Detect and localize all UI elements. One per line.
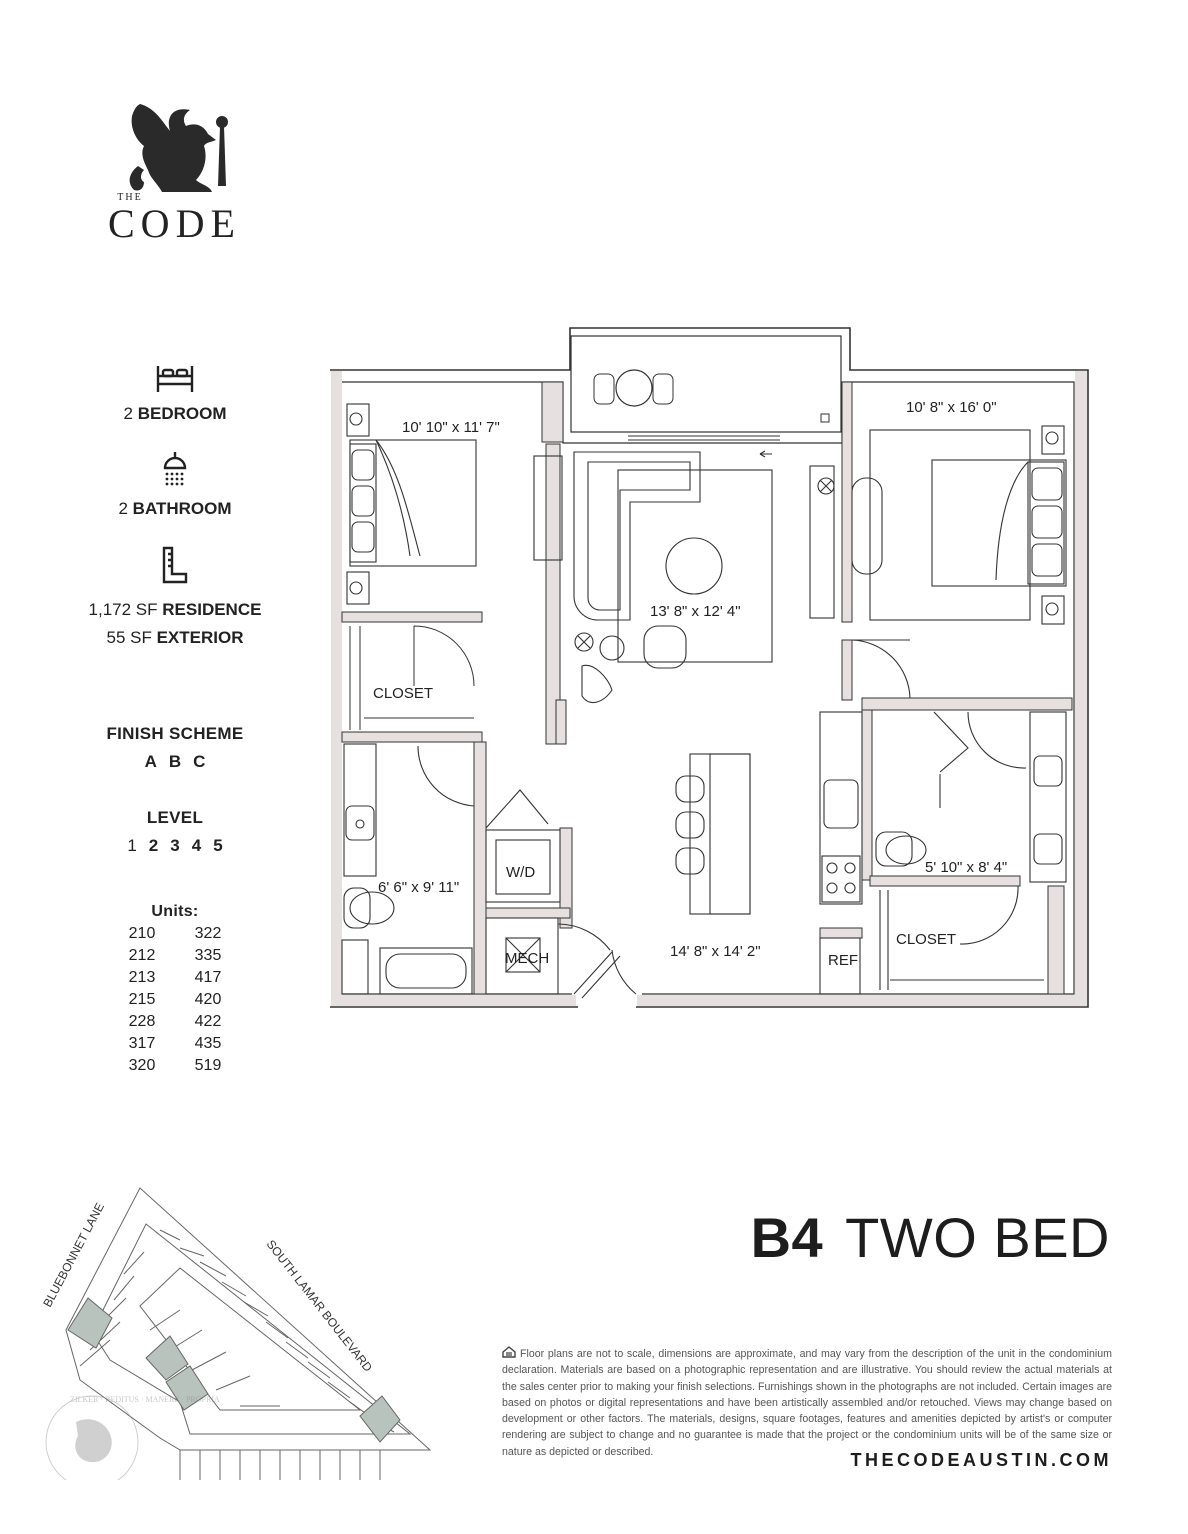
seal-text: ZILKER · REDITUS · MANERE · PROPRIA — [70, 1395, 220, 1404]
logo-the: THE — [117, 192, 143, 203]
bath-1-fixtures — [341, 743, 475, 995]
bathroom-label: BATHROOM — [132, 499, 232, 518]
living-dimension: 13' 8" x 12' 4" — [650, 603, 741, 620]
bed-icon — [156, 366, 194, 392]
unit-number: 228 — [128, 1013, 156, 1030]
highlighted-units — [67, 1297, 401, 1443]
unit-number: 435 — [194, 1035, 222, 1052]
level-option[interactable]: 2 — [148, 836, 159, 855]
exterior-label: EXTERIOR — [156, 628, 244, 647]
exterior-size: 55 SF — [106, 628, 152, 647]
unit-number: 212 — [128, 947, 156, 964]
feature-area: 1,172 SF RESIDENCE 55 SF EXTERIOR — [60, 546, 290, 652]
bedroom-count: 2 — [123, 404, 133, 423]
wd-label: W/D — [506, 864, 535, 881]
bathroom-count: 2 — [118, 499, 128, 518]
level-option[interactable]: 5 — [213, 836, 223, 855]
bath-1-dimension: 6' 6" x 9' 11" — [378, 879, 459, 896]
residence-label: RESIDENCE — [162, 600, 262, 619]
floor-plan: 10' 10" x 11' 7" 10' 8" x 16' 0" 13' 8" … — [330, 327, 1089, 1008]
feature-bedroom: 2 BEDROOM — [60, 362, 290, 424]
finish-option[interactable]: B — [168, 752, 182, 771]
unit-number: 420 — [194, 991, 222, 1008]
kitchen-counter — [819, 711, 863, 995]
finish-scheme-title: FINISH SCHEME — [106, 724, 244, 743]
griffin-fox-emblem — [129, 104, 228, 192]
units-title: Units: — [151, 903, 199, 920]
units-grid: 210 322 212 335 213 417 215 420 228 422 317 435 320 5… — [60, 925, 290, 1075]
finish-option[interactable]: C — [193, 752, 206, 771]
bedroom-2-dimension: 10' 8" x 16' 0" — [906, 399, 997, 416]
level-option[interactable]: 3 — [170, 836, 180, 855]
brand-logo: THE CODE — [100, 96, 260, 246]
unit-number: 322 — [194, 925, 222, 942]
bedroom-2-furniture — [851, 425, 1067, 699]
ref-label: REF — [828, 952, 858, 969]
disclaimer-text: Floor plans are not to scale, dimensions… — [502, 1348, 1112, 1458]
laundry-mech — [485, 789, 637, 999]
shower-icon — [163, 452, 187, 486]
unit-number: 317 — [128, 1035, 156, 1052]
units-list: Units: 210 322 212 335 213 417 215 420 228 422 317… — [60, 903, 290, 1075]
feature-bathroom: 2 BATHROOM — [60, 450, 290, 519]
kitchen-island — [675, 753, 751, 915]
plan-name: TWO BED — [845, 1206, 1110, 1269]
bedroom-1-dimension: 10' 10" x 11' 7" — [402, 419, 500, 436]
unit-number: 210 — [128, 925, 156, 942]
unit-number: 213 — [128, 969, 156, 986]
unit-number: 335 — [194, 947, 222, 964]
balcony — [570, 335, 842, 441]
mech-label: MECH — [505, 950, 549, 967]
residence-size: 1,172 SF — [88, 600, 158, 619]
level-option[interactable]: 4 — [191, 836, 202, 855]
plan-code: B4 — [750, 1206, 824, 1269]
bath-2-dimension: 5' 10" x 8' 4" — [925, 859, 1007, 876]
zilker-seal: ZILKER · REDITUS · MANERE · PROPRIA — [45, 1395, 220, 1480]
bedroom-label: BEDROOM — [137, 404, 227, 423]
interior-walls — [341, 381, 1073, 995]
unit-number: 320 — [128, 1057, 156, 1074]
unit-number: 519 — [194, 1057, 222, 1074]
website[interactable]: THECODEAUSTIN.COM — [850, 1450, 1112, 1470]
level-title: LEVEL — [146, 808, 204, 827]
living-furniture — [573, 450, 835, 704]
bath-2-fixtures — [875, 711, 1067, 990]
level-option[interactable]: 1 — [127, 836, 137, 855]
street-bluebonnet-label: BLUEBONNET LANE — [40, 1201, 107, 1310]
site-map: BLUEBONNET LANE SOUTH LAMAR BOULEVARD ZI… — [40, 1187, 432, 1480]
bedroom-1-furniture — [346, 403, 563, 605]
plan-title: B4 TWO BED — [751, 1205, 1110, 1270]
ruler-icon — [162, 546, 188, 584]
unit-number: 417 — [194, 969, 222, 986]
unit-number: 422 — [194, 1013, 222, 1030]
plan-labels: 10' 10" x 11' 7" 10' 8" x 16' 0" 13' 8" … — [373, 399, 1007, 969]
finish-option[interactable]: A — [144, 752, 157, 771]
unit-number: 215 — [128, 991, 156, 1008]
closet-1-label: CLOSET — [373, 685, 433, 702]
logo-wordmark: CODE — [108, 201, 241, 246]
disclaimer: Floor plans are not to scale, dimensions… — [502, 1346, 1112, 1460]
closet-2-label: CLOSET — [896, 931, 956, 948]
building-outline — [65, 1187, 432, 1480]
kitchen-dimension: 14' 8" x 14' 2" — [670, 943, 761, 960]
street-south-lamar-label: SOUTH LAMAR BOULEVARD — [264, 1237, 376, 1374]
closet-1 — [349, 625, 475, 730]
equal-housing-icon — [502, 1346, 516, 1358]
